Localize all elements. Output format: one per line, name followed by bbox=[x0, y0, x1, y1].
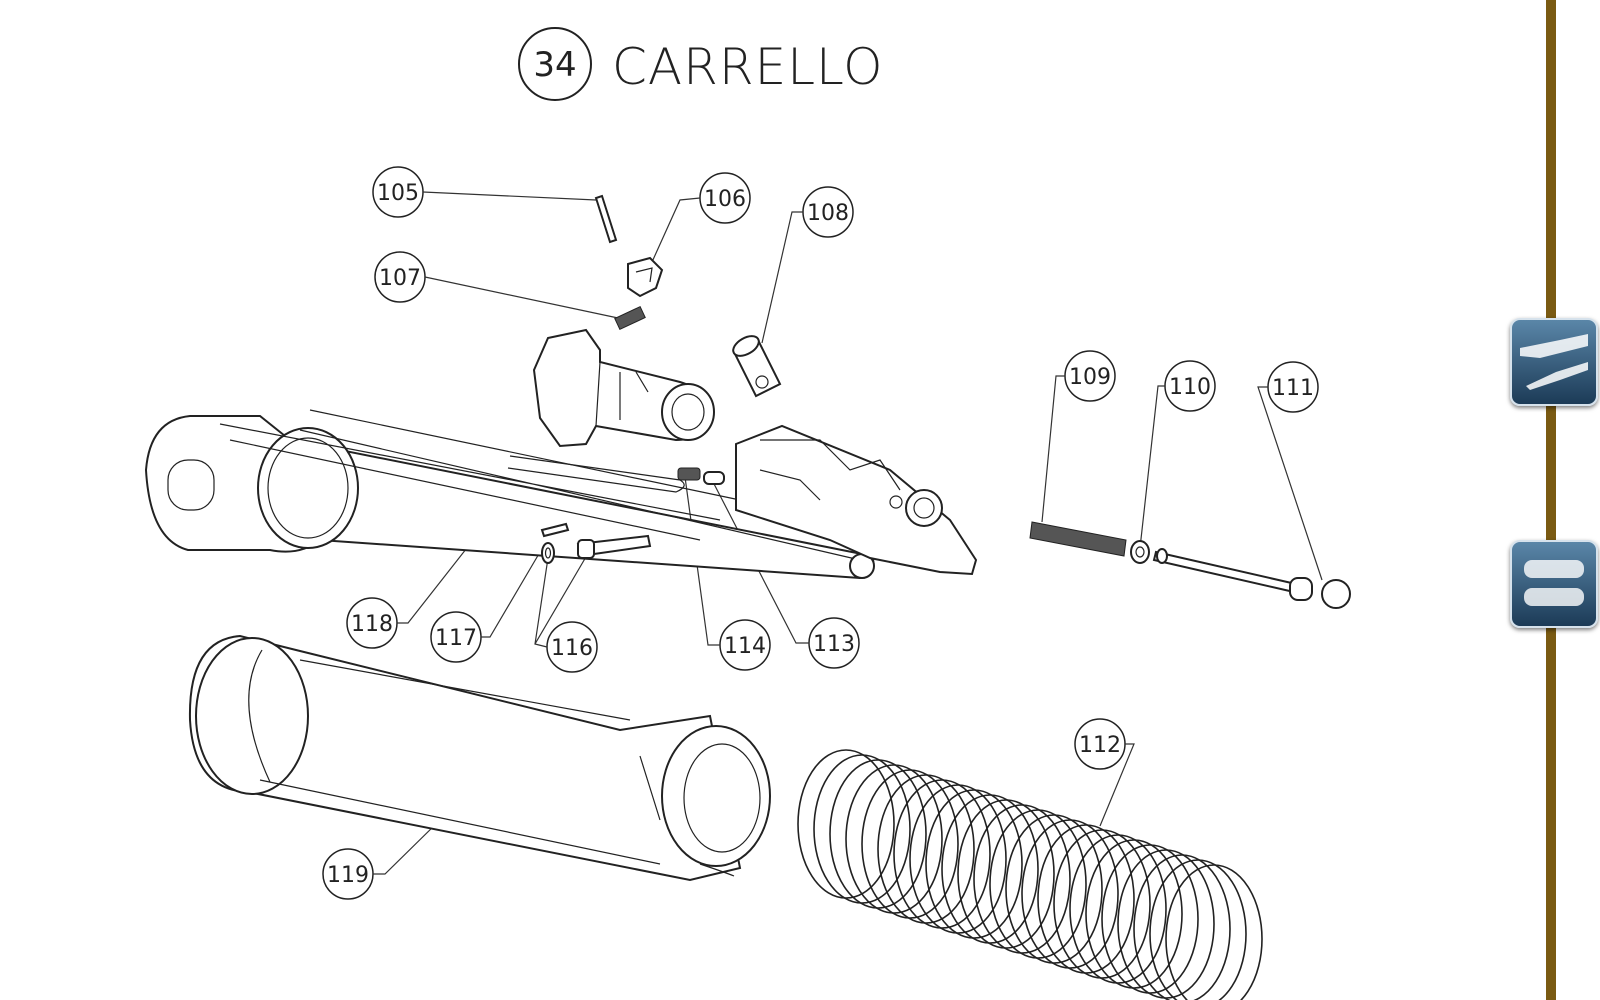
svg-text:119: 119 bbox=[327, 863, 369, 888]
svg-text:107: 107 bbox=[379, 266, 421, 291]
spring-coil bbox=[1101, 844, 1199, 994]
spring-coil bbox=[909, 784, 1007, 934]
part-118-pin bbox=[540, 522, 570, 538]
callout-110: 110 bbox=[1139, 360, 1216, 549]
parts-list-nav-button[interactable] bbox=[1510, 540, 1598, 628]
svg-text:110: 110 bbox=[1169, 375, 1211, 400]
callout-107: 107 bbox=[374, 251, 619, 319]
spring-coil bbox=[1117, 849, 1215, 999]
callout-119: 119 bbox=[322, 819, 441, 900]
part-108-cam-pin bbox=[732, 335, 782, 398]
shotgun-nav-button[interactable] bbox=[1510, 318, 1598, 406]
part-112-recoil-spring bbox=[797, 749, 1263, 1000]
part-106-extractor bbox=[627, 256, 664, 298]
page-title: CARRELLO bbox=[612, 38, 883, 96]
callout-111: 111 bbox=[1257, 361, 1323, 581]
svg-text:112: 112 bbox=[1079, 733, 1121, 758]
spring-coil bbox=[1133, 854, 1231, 1000]
spring-coil bbox=[845, 764, 943, 914]
callout-116: 116 bbox=[534, 549, 598, 673]
spring-coil bbox=[1085, 839, 1183, 989]
part-carrier-block bbox=[735, 424, 978, 576]
spring-coil bbox=[973, 804, 1071, 954]
part-114-spring bbox=[677, 467, 701, 481]
spring-coil bbox=[925, 789, 1023, 939]
part-bolt-carrier bbox=[144, 409, 875, 580]
svg-text:116: 116 bbox=[551, 636, 593, 661]
svg-text:109: 109 bbox=[1069, 365, 1111, 390]
section-number: 34 bbox=[533, 45, 576, 85]
shotgun-icon bbox=[1520, 334, 1588, 390]
svg-text:106: 106 bbox=[704, 187, 746, 212]
part-116-screw bbox=[576, 534, 652, 559]
svg-text:113: 113 bbox=[813, 632, 855, 657]
part-109-spring bbox=[1029, 521, 1127, 557]
spring-coil bbox=[1037, 824, 1135, 974]
spring-coil bbox=[861, 769, 959, 919]
exploded-diagram: 34 CARRELLO 105 106 107 108 109 110 111 bbox=[144, 27, 1351, 1000]
callout-117: 117 bbox=[430, 551, 541, 663]
spring-coil bbox=[797, 749, 895, 899]
spring-coil bbox=[877, 774, 975, 924]
part-119-magazine-tube bbox=[188, 634, 771, 882]
callout-106: 106 bbox=[651, 172, 751, 263]
svg-text:111: 111 bbox=[1272, 376, 1314, 401]
spring-coil bbox=[989, 809, 1087, 959]
spring-coil bbox=[813, 754, 911, 904]
callout-113: 113 bbox=[711, 479, 860, 669]
spring-coil bbox=[1165, 864, 1263, 1000]
spring-coil bbox=[941, 794, 1039, 944]
spring-coil bbox=[1021, 819, 1119, 969]
svg-text:105: 105 bbox=[377, 181, 419, 206]
spring-coil bbox=[957, 799, 1055, 949]
svg-text:118: 118 bbox=[351, 612, 393, 637]
svg-text:108: 108 bbox=[807, 201, 849, 226]
spring-coil bbox=[1053, 829, 1151, 979]
spring-coil bbox=[1005, 814, 1103, 964]
part-111-guide-rod bbox=[1152, 548, 1351, 609]
section-title: 34 CARRELLO bbox=[518, 27, 883, 101]
callout-105: 105 bbox=[372, 166, 597, 218]
part-113-plunger bbox=[703, 471, 725, 485]
parts-list-icon bbox=[1524, 560, 1584, 606]
svg-text:114: 114 bbox=[724, 634, 766, 659]
callout-112: 112 bbox=[1074, 718, 1135, 827]
spring-coil bbox=[829, 759, 927, 909]
sidebar-rail bbox=[1546, 0, 1556, 1000]
part-117-washer bbox=[541, 542, 555, 564]
callout-108: 108 bbox=[761, 186, 854, 344]
svg-text:117: 117 bbox=[435, 626, 477, 651]
spring-coil bbox=[1149, 859, 1247, 1000]
spring-coil bbox=[893, 779, 991, 929]
spring-coil bbox=[1069, 834, 1167, 984]
part-105-pin bbox=[594, 194, 618, 244]
callout-109: 109 bbox=[1041, 350, 1116, 523]
part-bolt-head bbox=[532, 328, 715, 448]
part-110-washer bbox=[1130, 540, 1150, 564]
part-107-spring bbox=[614, 305, 646, 331]
